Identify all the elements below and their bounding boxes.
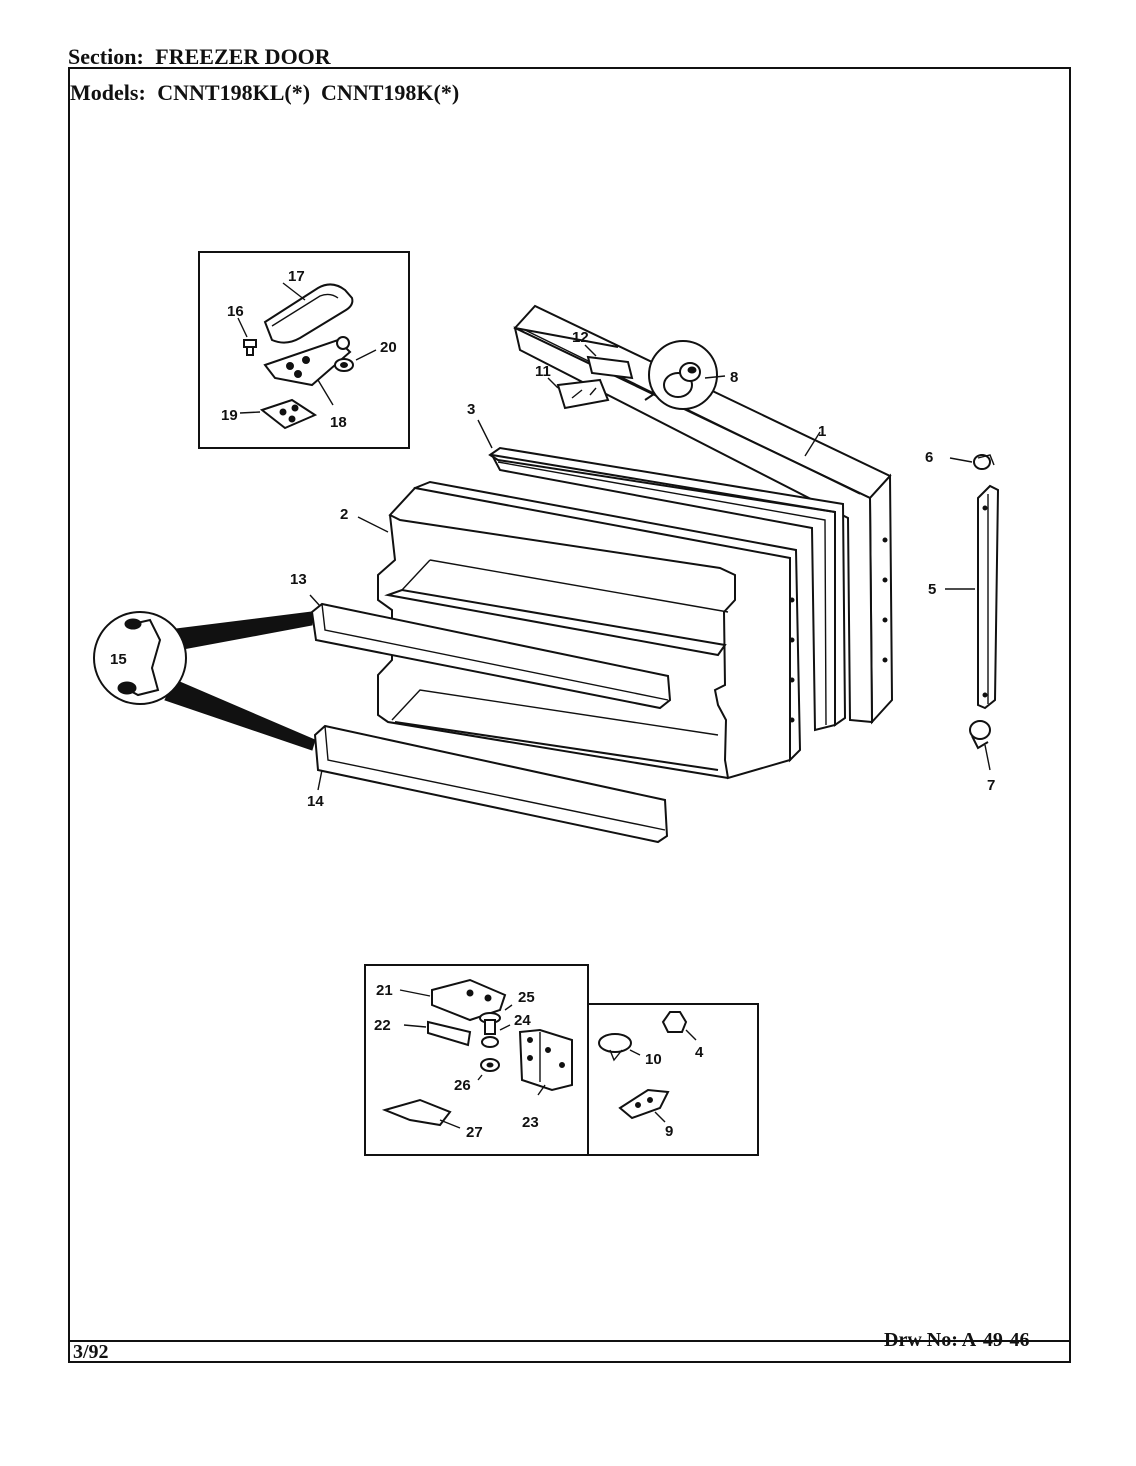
callout-26: 26: [454, 1077, 471, 1094]
callout-12: 12: [572, 329, 589, 346]
callout-27: 27: [466, 1124, 483, 1141]
callout-25: 25: [518, 989, 535, 1006]
drawing-frame: [68, 67, 1071, 1363]
section-value: FREEZER DOOR: [155, 44, 331, 69]
callout-3: 3: [467, 401, 475, 418]
callout-15: 15: [110, 651, 127, 668]
models-label: Models:: [70, 80, 146, 105]
callout-19: 19: [221, 407, 238, 424]
callout-6: 6: [925, 449, 933, 466]
callout-5: 5: [928, 581, 936, 598]
part-14-lower-shelf-bar: [313, 724, 669, 844]
callout-11: 11: [535, 363, 551, 380]
callout-7: 7: [987, 777, 995, 794]
part-7-bushing: [969, 720, 991, 771]
part-10-plug-button: [598, 1033, 632, 1053]
callout-9: 9: [665, 1123, 673, 1140]
callout-17: 17: [288, 268, 305, 285]
part-2-inner-door-liner: [357, 480, 802, 780]
part-24-hinge-pin: [484, 1019, 496, 1035]
callout-14: 14: [307, 793, 324, 810]
part-9-clip: [618, 1088, 670, 1120]
callout-24: 24: [514, 1012, 531, 1029]
hinge-cover-inset: [198, 251, 410, 449]
part-27-hinge-cover: [381, 1098, 452, 1127]
part-23-hinge-plate: [518, 1028, 573, 1092]
lower-hinge-inset: [364, 964, 759, 1156]
callout-16: 16: [227, 303, 244, 320]
part-4-screw-plug: [661, 1011, 688, 1033]
part-21-hinge-bracket: [431, 978, 507, 1022]
part-6-cap: [949, 454, 995, 470]
part-17-hinge-cover: [263, 283, 354, 344]
part-3-door-gasket: [477, 419, 847, 732]
callout-8: 8: [730, 369, 738, 386]
part-19-hinge-shim: [259, 398, 318, 430]
part-5-door-stop-bar: [945, 484, 1000, 710]
part-22-shim: [427, 1020, 472, 1047]
drawing-number: Drw No: A-49-46: [884, 1329, 1030, 1351]
part-15-detail-view: [93, 611, 316, 751]
section-label: Section:: [68, 44, 144, 69]
footer-date: 3/92: [73, 1341, 109, 1363]
footer-divider: [68, 1340, 1071, 1342]
callout-20: 20: [380, 339, 397, 356]
part-13-door-shelf-bar: [309, 594, 672, 710]
part-11-clip: [547, 377, 610, 410]
part-12-label: [584, 344, 634, 380]
callout-1: 1: [818, 423, 826, 440]
part-8-door-handle: [514, 327, 726, 410]
callout-21: 21: [376, 982, 393, 999]
callout-18: 18: [330, 414, 347, 431]
callout-22: 22: [374, 1017, 391, 1034]
section-heading: Section: FREEZER DOOR: [68, 44, 331, 70]
part-16-screw: [243, 339, 257, 348]
models-value: CNNT198KL(*) CNNT198K(*): [157, 80, 460, 105]
callout-23: 23: [522, 1114, 539, 1131]
callout-2: 2: [340, 506, 348, 523]
models-heading: Models: CNNT198KL(*) CNNT198K(*): [70, 80, 459, 106]
callout-10: 10: [645, 1051, 662, 1068]
callout-4: 4: [695, 1044, 704, 1061]
callout-13: 13: [290, 571, 307, 588]
